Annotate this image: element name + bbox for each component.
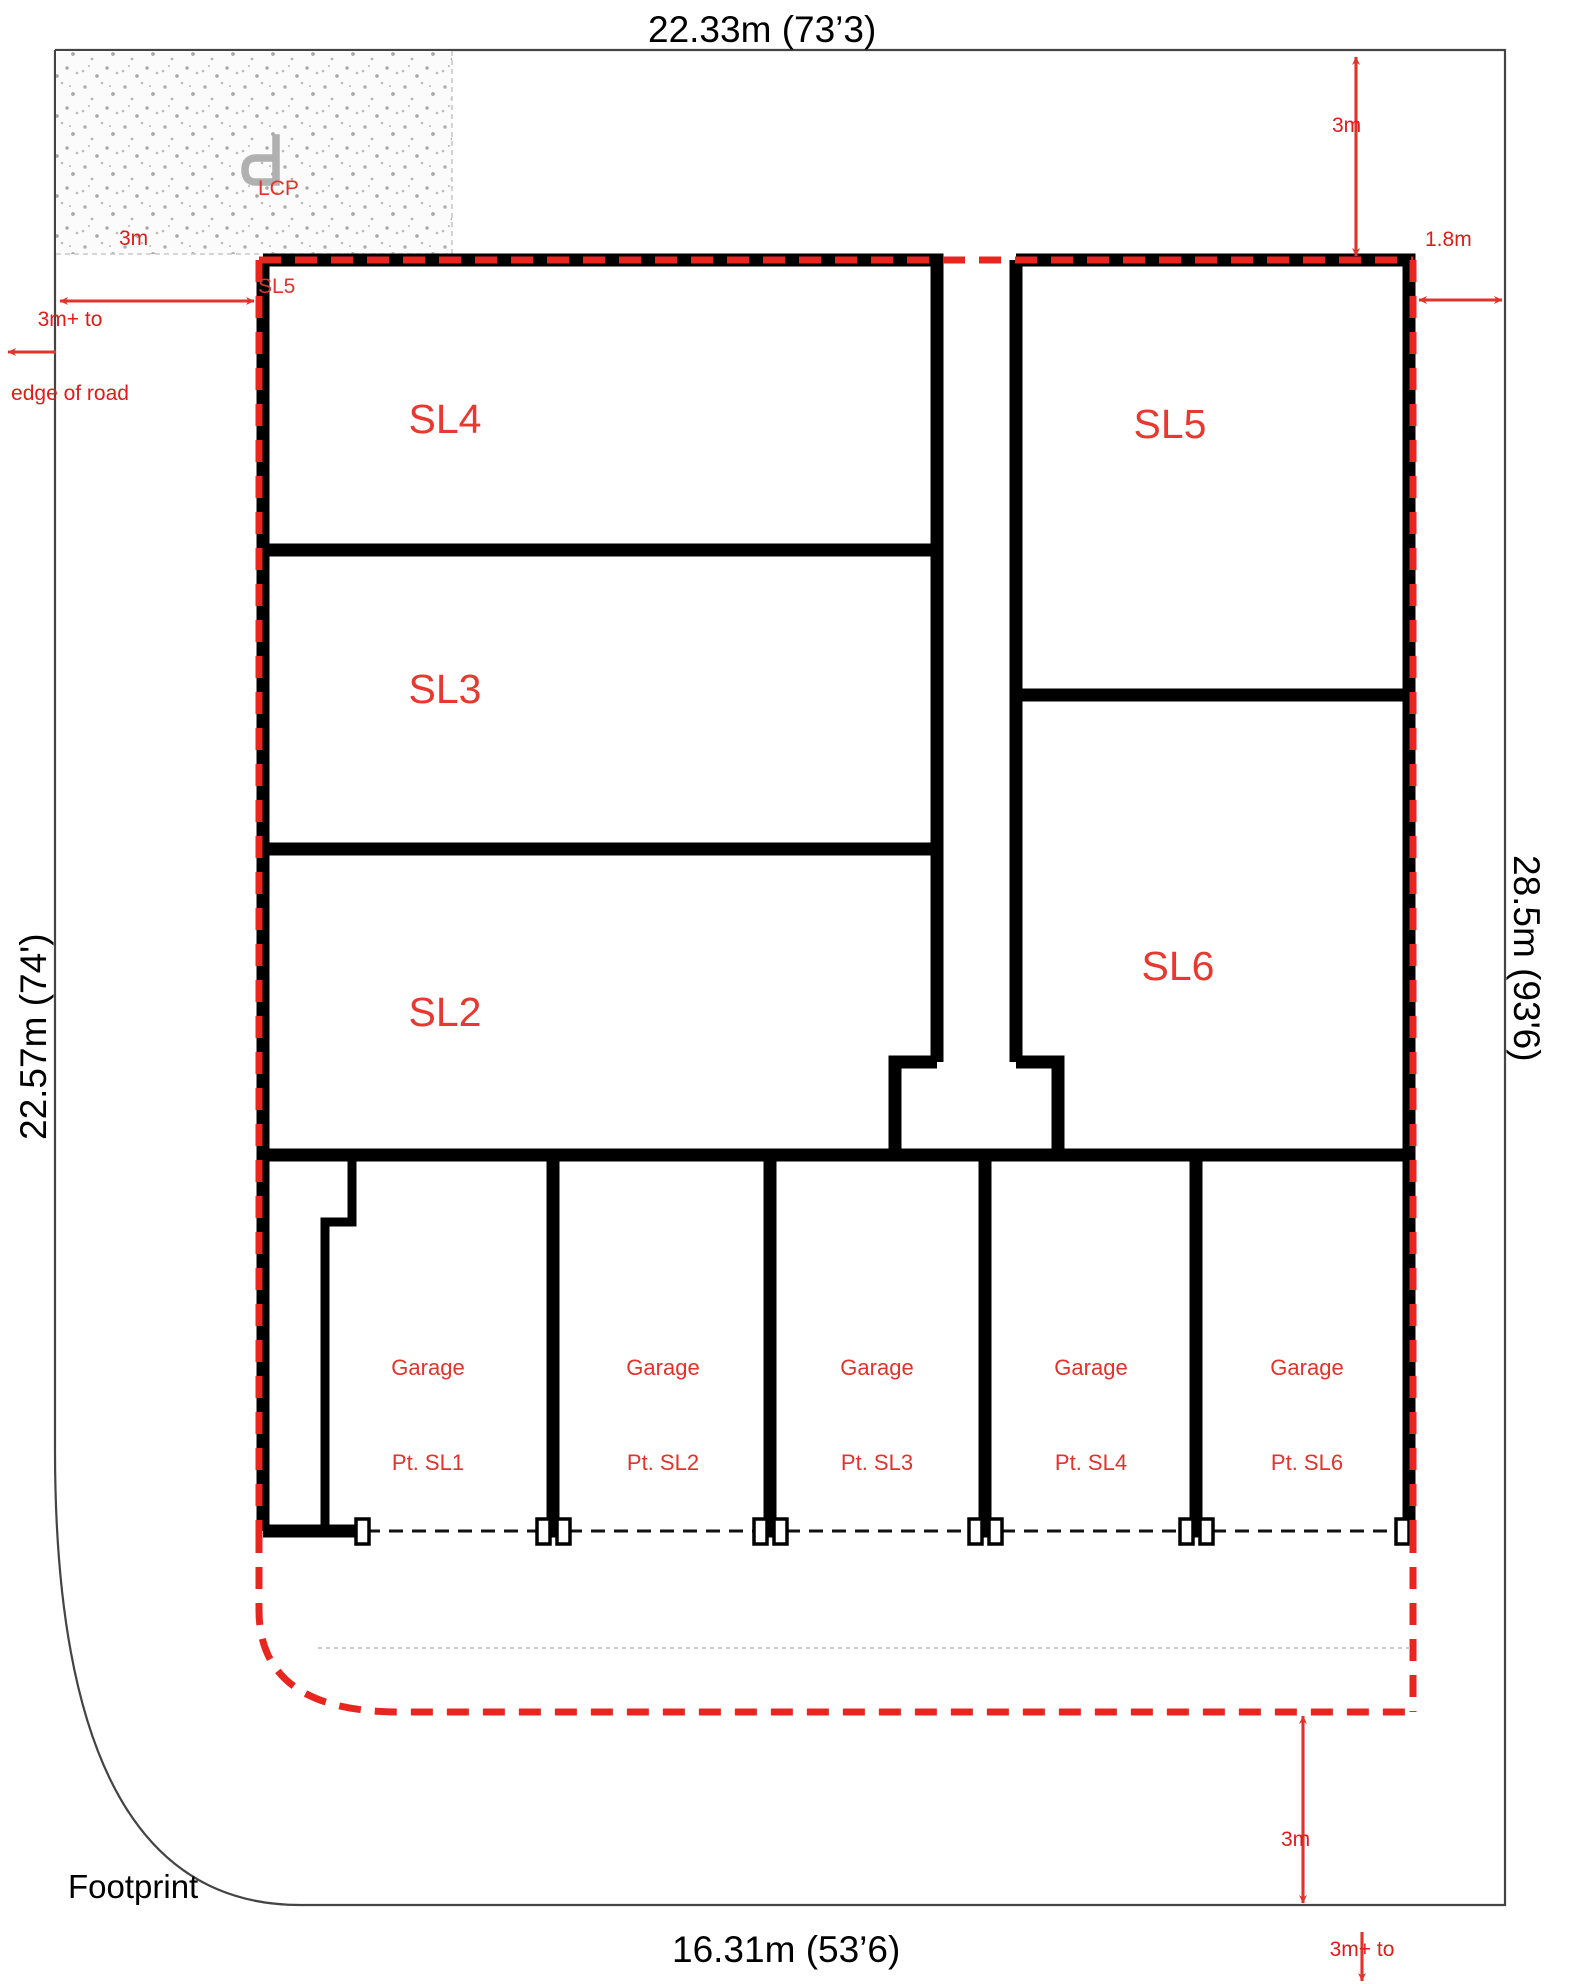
parking-p-symbol <box>241 134 280 186</box>
left-road-note-line1: 3m+ to <box>37 307 103 331</box>
bottom-road-note-line1: 3m+ to <box>1329 1937 1395 1961</box>
dimension-top: 22.33m (73’3) <box>648 9 877 50</box>
setback-left-side: 3m <box>119 227 149 250</box>
setback-left-road-note: 3m+ to edge of road <box>0 258 140 456</box>
unit-label-sl2: SL2 <box>408 989 482 1035</box>
garage-label-sl6: Garage Pt. SL6 <box>1222 1288 1392 1543</box>
dimension-left: 22.57m (74') <box>13 933 54 1140</box>
unit-label-sl3: SL3 <box>408 666 482 712</box>
garage-sl3-line2: Pt. SL3 <box>840 1450 914 1476</box>
lcp-parking-area <box>56 51 453 255</box>
lcp-line-2: SL5 <box>258 274 296 298</box>
garage-sl6-line2: Pt. SL6 <box>1270 1450 1344 1476</box>
lcp-label: LCP SL5 <box>258 108 299 368</box>
unit-label-sl5: SL5 <box>1133 401 1207 447</box>
setback-bottom-right: 3m <box>1281 1828 1311 1851</box>
garage-sl6-line1: Garage <box>1270 1354 1344 1380</box>
garage-sl2-line1: Garage <box>626 1354 700 1380</box>
garage-label-sl4: Garage Pt. SL4 <box>1006 1288 1176 1543</box>
left-road-note-line2: edge of road <box>11 381 129 405</box>
footprint-label: Footprint <box>68 1868 199 1905</box>
garage-sl4-line2: Pt. SL4 <box>1054 1450 1128 1476</box>
red-setback-envelope <box>255 256 1417 1716</box>
garage-sl3-line1: Garage <box>840 1354 914 1380</box>
setback-top-right: 3m <box>1332 114 1362 137</box>
dimension-arrows <box>7 56 1503 1982</box>
site-boundary <box>53 48 1507 1907</box>
garage-label-sl1: Garage Pt. SL1 <box>343 1288 513 1543</box>
garage-label-sl3: Garage Pt. SL3 <box>792 1288 962 1543</box>
unit-label-sl6: SL6 <box>1141 943 1215 989</box>
dimension-right: 28.5m (93'6) <box>1506 855 1547 1062</box>
garage-sl1-line1: Garage <box>391 1354 465 1380</box>
unit-label-sl4: SL4 <box>408 396 482 442</box>
setback-right-side: 1.8m <box>1425 228 1472 251</box>
garage-interior-jog <box>320 1155 357 1531</box>
garage-sl4-line1: Garage <box>1054 1354 1128 1380</box>
setback-bottom-road-note: 3m+ to edge of road <box>1272 1888 1452 1984</box>
garage-door-openings <box>263 1517 1411 1546</box>
dimension-bottom: 16.31m (53’6) <box>672 1929 901 1970</box>
lcp-line-1: LCP <box>258 177 299 201</box>
garage-sl2-line2: Pt. SL2 <box>626 1450 700 1476</box>
garage-label-sl2: Garage Pt. SL2 <box>578 1288 748 1543</box>
garage-sl1-line2: Pt. SL1 <box>391 1450 465 1476</box>
